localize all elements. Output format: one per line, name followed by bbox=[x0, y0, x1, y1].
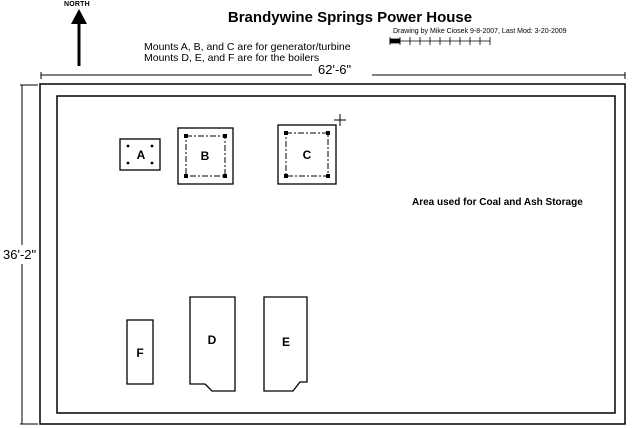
mount-c-outline bbox=[277, 124, 337, 185]
scale-bar bbox=[389, 37, 491, 45]
crosshair-marker-icon bbox=[334, 114, 346, 126]
drawing-credit: Drawing by Mike Ciosek 9-8-2007, Last Mo… bbox=[393, 28, 567, 35]
width-dimension-line bbox=[40, 72, 626, 79]
mount-b-label: B bbox=[200, 149, 210, 163]
mount-a-outline bbox=[119, 138, 161, 171]
mount-b-outline bbox=[177, 127, 234, 185]
scale-bar-ticks bbox=[389, 37, 491, 45]
storage-area-label: Area used for Coal and Ash Storage bbox=[412, 197, 583, 208]
building-outer-wall bbox=[39, 83, 626, 425]
mount-a-label: A bbox=[136, 148, 146, 162]
page-title: Brandywine Springs Power House bbox=[227, 9, 473, 26]
note-generator-mounts: Mounts A, B, and C are for generator/tur… bbox=[144, 41, 351, 53]
building-inner-wall bbox=[56, 95, 616, 414]
note-boiler-mounts: Mounts D, E, and F are for the boilers bbox=[144, 52, 320, 64]
mount-e-outline bbox=[263, 296, 308, 392]
mount-c-label: C bbox=[302, 148, 312, 162]
mount-d-outline bbox=[189, 296, 236, 392]
mount-e-label: E bbox=[281, 335, 290, 349]
mount-f-label: F bbox=[136, 346, 144, 360]
mount-f-outline bbox=[126, 319, 154, 385]
mount-d-label: D bbox=[207, 333, 217, 347]
height-dimension-label: 36'-2" bbox=[3, 245, 37, 264]
width-dimension-label: 62'-6" bbox=[318, 62, 352, 77]
north-label: NORTH bbox=[64, 1, 90, 8]
north-arrow-icon bbox=[71, 9, 87, 66]
